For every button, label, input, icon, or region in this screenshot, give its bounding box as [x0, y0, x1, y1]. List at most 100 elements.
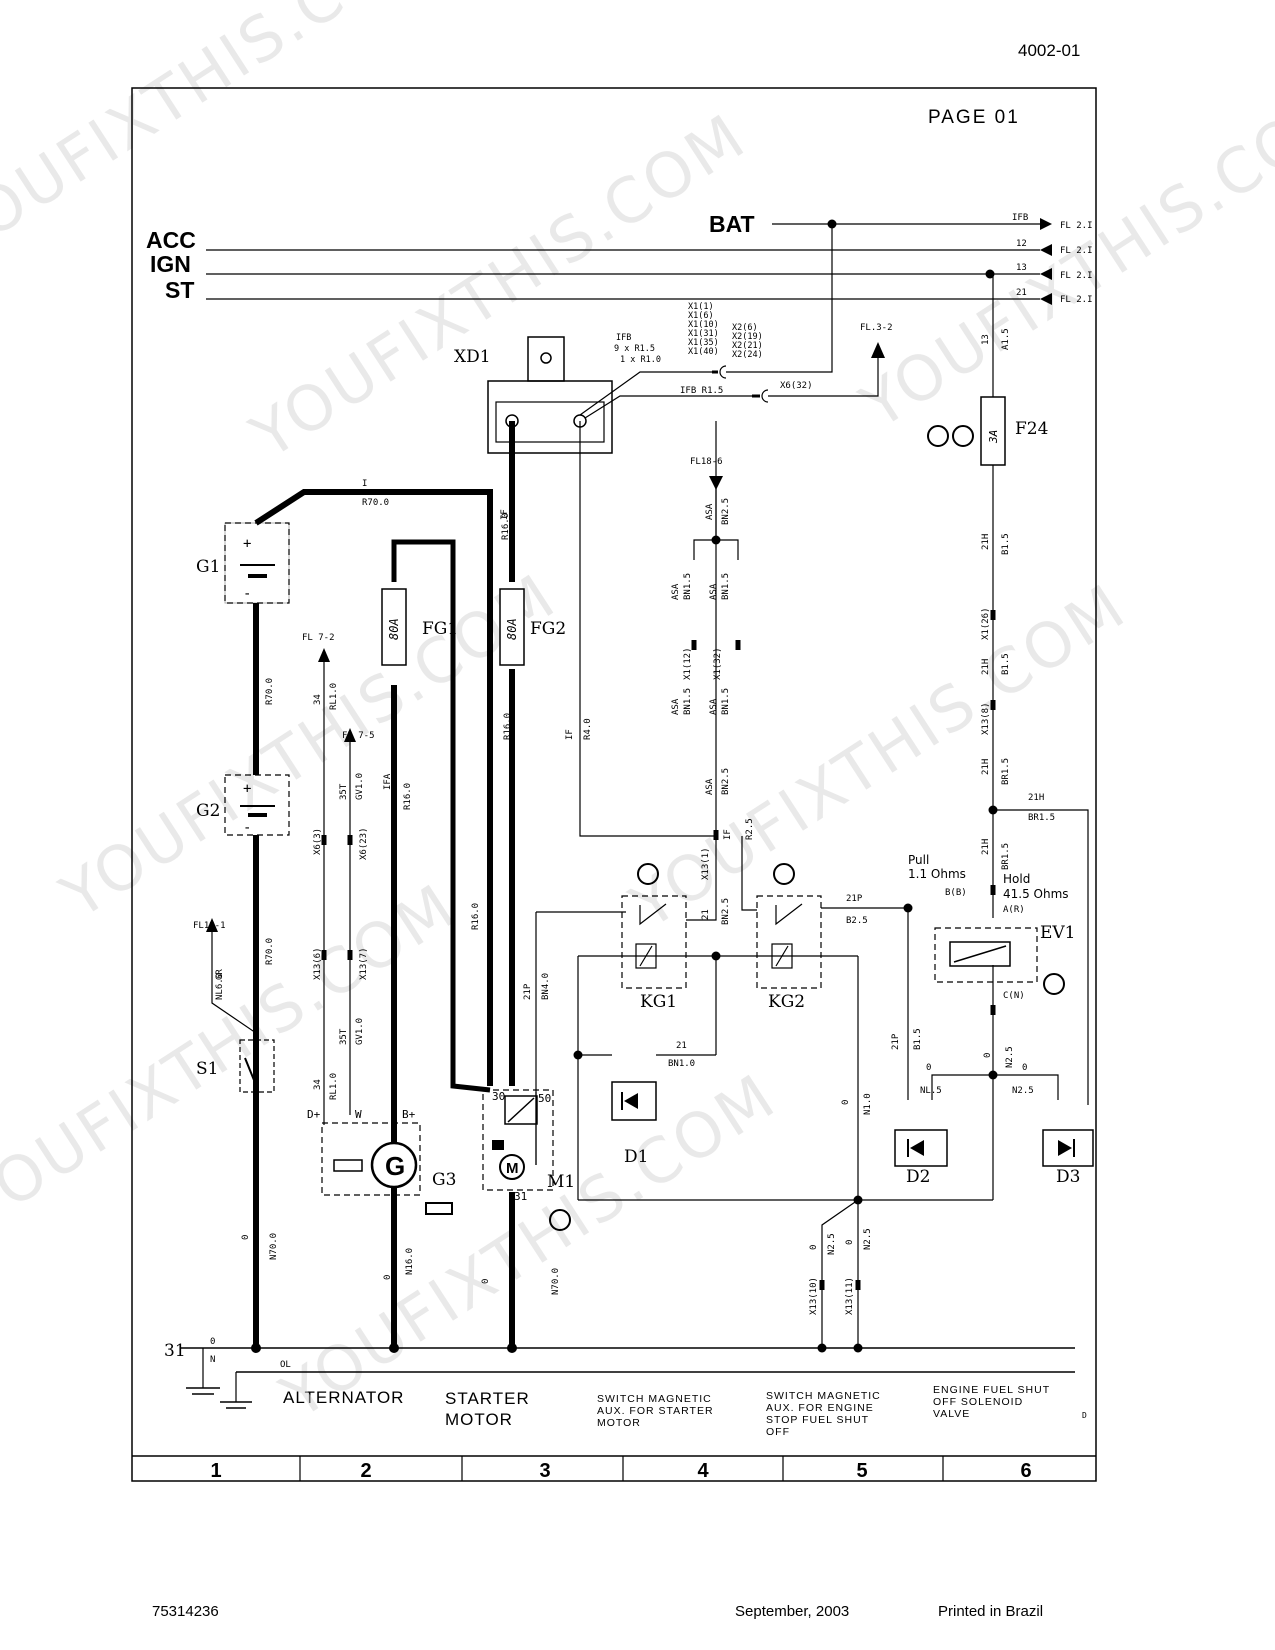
svg-text:FL 2.I: FL 2.I — [1060, 295, 1093, 305]
ground-label: 31 — [164, 1341, 186, 1361]
svg-text:B+: B+ — [402, 1108, 416, 1121]
svg-text:21P: 21P — [846, 894, 863, 904]
wire-codes: I R70.0 R70.0 R70.0 N70.0 0 R16.0 R16.0 … — [241, 328, 1055, 1315]
svg-text:ASA: ASA — [671, 583, 681, 600]
svg-text:35T: 35T — [339, 783, 349, 800]
svg-text:BN2.5: BN2.5 — [721, 498, 731, 525]
svg-text:X6(3): X6(3) — [313, 828, 323, 855]
label-fg2: FG2 — [530, 619, 566, 639]
zone-separators — [299, 1456, 944, 1481]
svg-text:21H: 21H — [981, 534, 991, 550]
svg-text:D+: D+ — [307, 1108, 321, 1121]
svg-text:B2.5: B2.5 — [846, 916, 868, 926]
svg-text:X1(26): X1(26) — [981, 607, 991, 640]
svg-text:X2(6): X2(6) — [732, 323, 758, 333]
svg-text:BN2.5: BN2.5 — [721, 768, 731, 795]
label-f24: F24 — [1015, 419, 1048, 439]
svg-text:21: 21 — [676, 1041, 687, 1051]
svg-text:X13(7): X13(7) — [359, 947, 369, 980]
svg-text:0: 0 — [383, 1275, 393, 1280]
label-g2: G2 — [196, 801, 220, 821]
bus-label-ign: IGN — [150, 251, 191, 277]
svg-text:OL: OL — [280, 1360, 291, 1370]
svg-text:FL 7-2: FL 7-2 — [302, 633, 335, 643]
ground-bus: 31 0 N OL D — [164, 1337, 1087, 1420]
svg-text:0: 0 — [841, 1100, 851, 1105]
svg-text:B(B): B(B) — [945, 888, 967, 898]
starter-m1: M 30 50 31 M1 — [482, 1089, 575, 1203]
alternator-wiring — [323, 660, 351, 1125]
svg-text:X13(1): X13(1) — [701, 847, 711, 880]
svg-text:NL6.0: NL6.0 — [215, 973, 225, 1000]
svg-text:IFB: IFB — [616, 333, 631, 343]
svg-text:X1(35): X1(35) — [688, 338, 719, 348]
label-g3: G3 — [432, 1170, 456, 1190]
svg-text:C(N): C(N) — [1003, 991, 1025, 1001]
fuse-fg2: 80A FG2 — [499, 588, 566, 666]
zone-numbers: 1 2 3 4 5 6 — [210, 1460, 1031, 1482]
svg-text:BN1.5: BN1.5 — [683, 573, 693, 600]
svg-text:X1(6): X1(6) — [688, 311, 714, 321]
diode-d3: D3 — [1042, 1129, 1094, 1187]
svg-text:G: G — [385, 1151, 405, 1181]
bus-label-st: ST — [165, 277, 194, 303]
svg-text:I: I — [362, 479, 367, 489]
bus-label-acc: ACC — [146, 227, 196, 253]
svg-text:NL.5: NL.5 — [920, 1086, 942, 1096]
svg-text:X13(6): X13(6) — [313, 947, 323, 980]
svg-text:X2(19): X2(19) — [732, 332, 763, 342]
svg-text:R4.0: R4.0 — [583, 718, 593, 740]
svg-text:BN1.0: BN1.0 — [668, 1059, 695, 1069]
bus-label-bat: BAT — [709, 211, 755, 237]
watermarks: YOUFIXTHIS.COM YOUFIXTHIS.COM YOUFIXTHIS… — [0, 0, 1275, 1433]
svg-text:ASA: ASA — [709, 698, 719, 715]
watermark-text: YOUFIXTHIS.COM — [848, 69, 1275, 443]
svg-text:R16.0: R16.0 — [501, 513, 511, 540]
label-d2: D2 — [906, 1167, 930, 1187]
svg-text:X1(1): X1(1) — [688, 302, 714, 312]
printed-in: Printed in Brazil — [938, 1603, 1044, 1620]
solenoid-ev1: EV1 Pull 1.1 Ohms Hold 41.5 Ohms B(B) A(… — [908, 853, 1076, 1001]
caption-starter-motor: STARTER MOTOR — [445, 1389, 530, 1429]
battery-g1: + - G1 — [196, 522, 290, 604]
svg-text:BN1.5: BN1.5 — [721, 688, 731, 715]
svg-text:21: 21 — [701, 909, 711, 920]
svg-text:FL 2.I: FL 2.I — [1060, 246, 1093, 256]
bat-feed-wires — [579, 224, 879, 419]
svg-text:35T: 35T — [339, 1028, 349, 1045]
svg-text:X1(31): X1(31) — [688, 329, 719, 339]
svg-text:FL 2.I: FL 2.I — [1060, 271, 1093, 281]
svg-text:BR1.5: BR1.5 — [1028, 813, 1055, 823]
label-fg1: FG1 — [422, 619, 458, 639]
svg-text:N2.5: N2.5 — [1012, 1086, 1034, 1096]
svg-text:BN1.5: BN1.5 — [721, 573, 731, 600]
svg-text:GR: GR — [215, 969, 225, 980]
watermark-text: YOUFIXTHIS.COM — [238, 99, 760, 473]
fg1-cable — [391, 539, 491, 1093]
svg-text:R70.0: R70.0 — [265, 938, 275, 965]
svg-text:31: 31 — [514, 1190, 527, 1203]
label-kg2: KG2 — [768, 992, 805, 1012]
svg-text:X1(12): X1(12) — [683, 647, 693, 680]
svg-text:X2(24): X2(24) — [732, 350, 763, 360]
caption-solenoid-valve: ENGINE FUEL SHUT OFF SOLENOID VALVE — [933, 1384, 1050, 1420]
svg-text:IF: IF — [723, 829, 733, 840]
zone-number: 3 — [539, 1460, 550, 1482]
document-number: 4002-01 — [1018, 41, 1081, 60]
battery-plus: + — [243, 536, 251, 552]
zone-number: 6 — [1020, 1460, 1031, 1482]
svg-text:N16.0: N16.0 — [405, 1248, 415, 1275]
svg-text:0: 0 — [481, 1279, 491, 1284]
svg-text:X1(10): X1(10) — [688, 320, 719, 330]
svg-text:X13(8): X13(8) — [981, 702, 991, 735]
battery-cables — [253, 421, 515, 1348]
svg-text:-: - — [243, 820, 251, 836]
svg-text:21P: 21P — [891, 1033, 901, 1050]
svg-text:Pull: Pull — [908, 853, 929, 867]
svg-text:IFB: IFB — [1012, 213, 1028, 223]
svg-text:GV1.0: GV1.0 — [355, 773, 365, 800]
svg-text:N2.5: N2.5 — [863, 1228, 873, 1250]
svg-text:ASA: ASA — [709, 583, 719, 600]
label-d1: D1 — [624, 1147, 648, 1167]
svg-text:21: 21 — [1016, 288, 1027, 298]
